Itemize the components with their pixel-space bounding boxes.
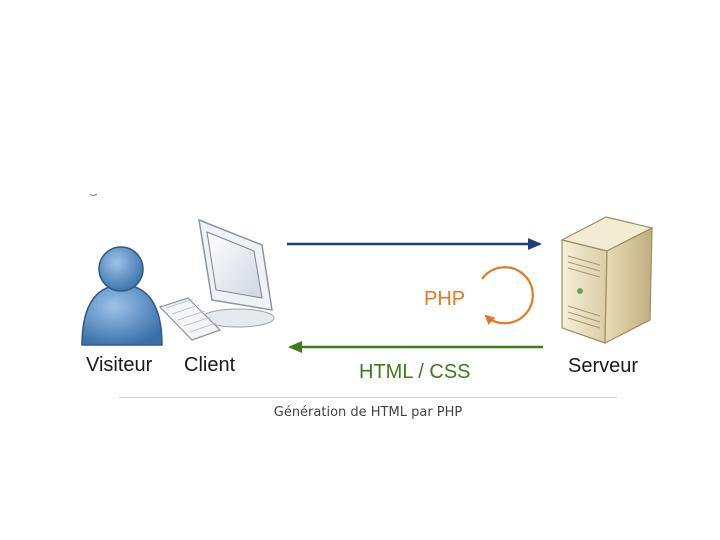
server-label: Serveur [568, 355, 639, 377]
php-cycle-icon [481, 266, 534, 326]
visitor-person-icon [81, 246, 163, 346]
stray-mark [89, 193, 98, 197]
figure-caption: Génération de HTML par PHP [273, 405, 463, 420]
visitor-label: Visiteur [86, 354, 153, 376]
caption-divider [119, 397, 617, 398]
php-label: PHP [424, 288, 466, 310]
server-tower-icon [560, 216, 654, 344]
client-label: Client [184, 354, 236, 376]
response-label: HTML / CSS [359, 361, 471, 383]
client-computer-icon [158, 218, 275, 341]
